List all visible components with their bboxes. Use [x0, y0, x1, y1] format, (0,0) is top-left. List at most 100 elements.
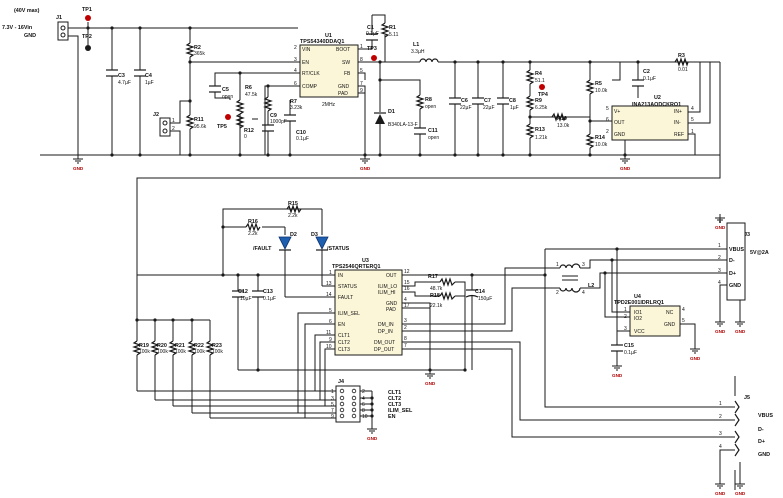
svg-text:5: 5 [682, 318, 685, 324]
svg-text:1: 1 [360, 44, 363, 50]
gnd-12: GND [735, 480, 746, 496]
svg-text:R15: R15 [288, 201, 298, 207]
gnd-1: GND [73, 155, 84, 171]
svg-text:J4: J4 [338, 379, 344, 385]
svg-text:0.1µF: 0.1µF [624, 350, 637, 356]
svg-text:0.1µF: 0.1µF [296, 136, 309, 142]
r17-resistor: R17 48.7k [428, 274, 456, 292]
svg-text:ILIM_SEL: ILIM_SEL [388, 408, 413, 414]
svg-text:R18: R18 [430, 293, 440, 299]
svg-text:7: 7 [404, 343, 407, 349]
svg-text:1: 1 [691, 129, 694, 135]
svg-text:C2: C2 [643, 69, 650, 75]
r8-resistor: R8 open [415, 94, 436, 110]
svg-text:1: 1 [329, 270, 332, 276]
svg-text:D2: D2 [290, 232, 297, 238]
r16-resistor: R16 2.2k [245, 219, 261, 237]
svg-text:6: 6 [606, 117, 609, 123]
svg-text:GND: GND [729, 283, 741, 289]
svg-text:4.7µF: 4.7µF [118, 80, 131, 86]
r7-resistor: R7 3.23k [263, 96, 303, 112]
svg-text:4: 4 [362, 396, 365, 402]
gnd-11: GND [715, 480, 726, 496]
c7-capacitor: C7 22µF [472, 97, 495, 111]
svg-text:4: 4 [294, 68, 297, 74]
svg-text:TP5: TP5 [217, 124, 227, 130]
svg-text:GND: GND [715, 225, 726, 230]
svg-text:C1: C1 [367, 25, 374, 31]
svg-text:OUT: OUT [386, 273, 397, 279]
svg-text:3: 3 [624, 326, 627, 332]
svg-text:C5: C5 [222, 87, 229, 93]
r11-resistor: R11 95.6k [185, 114, 207, 130]
c11-capacitor: C11 open [414, 127, 439, 141]
gnd-8: GND [715, 214, 726, 230]
svg-text:BOOT: BOOT [336, 47, 350, 53]
svg-text:INA213AQDCKRQ1: INA213AQDCKRQ1 [632, 102, 681, 108]
svg-text:10µF: 10µF [240, 296, 252, 302]
svg-text:GND: GND [620, 166, 631, 171]
j1-pin2 [60, 32, 66, 38]
svg-text:17: 17 [404, 303, 410, 309]
j3-usb-connector: J3 5V@2A 1 2 3 4 VBUS D- D+ GND [718, 222, 769, 301]
svg-text:L2: L2 [588, 283, 594, 289]
svg-text:U3: U3 [362, 258, 369, 264]
svg-text:3: 3 [404, 318, 407, 324]
svg-text:U1: U1 [325, 33, 332, 39]
j5-usb-connector: J5 1 2 3 4 VBUS D- D+ GND [719, 376, 773, 490]
svg-text:9: 9 [331, 414, 334, 420]
c13-capacitor: C13 0.1µF [252, 289, 276, 302]
svg-text:R3: R3 [678, 53, 685, 59]
svg-text:1µF: 1µF [510, 105, 519, 111]
tp5-testpoint: TP5 [217, 114, 231, 130]
r14-resistor: R14 10.0k [585, 133, 608, 149]
svg-text:J5: J5 [744, 395, 750, 401]
svg-text:100k: 100k [175, 349, 186, 355]
svg-text:R9: R9 [535, 98, 542, 104]
c3-capacitor: C3 4.7µF [106, 69, 131, 86]
svg-text:10.0k: 10.0k [595, 142, 608, 148]
svg-text:open: open [428, 135, 439, 141]
svg-text:2: 2 [294, 45, 297, 51]
svg-text:12: 12 [404, 269, 410, 275]
svg-text:DM_IN: DM_IN [378, 322, 394, 328]
gnd-2: GND [360, 155, 371, 171]
d2-fault-led: D2 /FAULT [253, 232, 297, 252]
svg-text:R19: R19 [139, 343, 149, 349]
svg-text:TP4: TP4 [538, 92, 548, 98]
svg-text:100k: 100k [212, 349, 223, 355]
svg-text:0: 0 [244, 134, 247, 140]
svg-text:VCC: VCC [634, 329, 645, 335]
j2-connector: J2 12 [153, 112, 175, 137]
svg-text:5: 5 [606, 106, 609, 112]
svg-text:VBUS: VBUS [729, 247, 744, 253]
l1-inductor: L1 3.3µH [411, 42, 439, 63]
svg-text:6: 6 [294, 81, 297, 87]
svg-text:R10: R10 [557, 116, 567, 122]
gnd-7: GND [690, 345, 701, 361]
gnd-10: GND [735, 318, 746, 334]
svg-text:GND: GND [360, 166, 371, 171]
svg-text:4: 4 [682, 307, 685, 313]
tp2-testpoint [85, 45, 91, 51]
ground-symbols-top: GND GND GND [73, 155, 631, 171]
svg-text:150µF: 150µF [478, 296, 492, 302]
svg-text:GND: GND [367, 436, 378, 441]
svg-text:L1: L1 [413, 42, 419, 48]
svg-text:R22: R22 [194, 343, 204, 349]
svg-text:1000pF: 1000pF [270, 119, 287, 125]
svg-text:3.23k: 3.23k [290, 105, 303, 111]
svg-text:D+: D+ [758, 439, 765, 445]
gnd-3: GND [620, 155, 631, 171]
svg-text:J2: J2 [153, 112, 159, 118]
svg-text:R21: R21 [175, 343, 185, 349]
svg-text:FB: FB [344, 71, 351, 77]
u4-esd-protection: U4 TPD2E001IDRLRQ1 IO1 IO2 VCC NC GND 1 … [614, 294, 685, 337]
r18-resistor: R18 22.1k [430, 291, 456, 309]
svg-text:IO1: IO1 [634, 310, 642, 316]
svg-text:7: 7 [360, 81, 363, 87]
r23-resistor: R23 100k [205, 340, 223, 356]
svg-text:DP_IN: DP_IN [378, 329, 393, 335]
svg-text:EN: EN [302, 60, 309, 66]
svg-text:C10: C10 [296, 130, 306, 136]
